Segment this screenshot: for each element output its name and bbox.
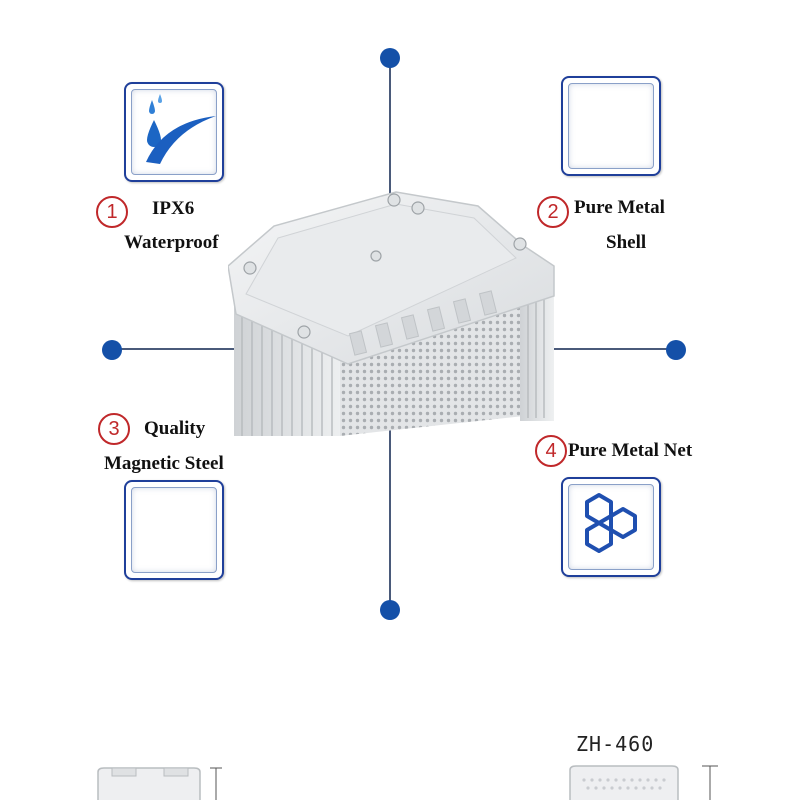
feature-3-line2: Magnetic Steel — [104, 453, 224, 474]
feature-2-number: 2 — [537, 196, 569, 228]
right-endpoint-dot — [666, 340, 686, 360]
left-endpoint-dot — [102, 340, 122, 360]
speaker-image — [228, 191, 555, 436]
feature-2-line2: Shell — [606, 232, 647, 253]
top-endpoint-dot — [380, 48, 400, 68]
water-drops-icon — [146, 94, 216, 164]
feature-2-icon-box — [561, 76, 661, 176]
feature-4-number: 4 — [535, 435, 567, 467]
feature-2-line1: Pure Metal — [574, 197, 665, 218]
product-thumbnail-left — [97, 767, 222, 800]
feature-1-icon-box — [124, 82, 224, 182]
feature-3-icon-box — [124, 480, 224, 580]
feature-3-line1: Quality — [144, 418, 206, 439]
feature-1-number: 1 — [96, 196, 128, 228]
feature-4-icon-box — [561, 477, 661, 577]
bottom-endpoint-dot — [380, 600, 400, 620]
feature-1-line2: Waterproof — [124, 232, 219, 253]
honeycomb-icon — [585, 493, 637, 553]
feature-1-line1: IPX6 — [152, 198, 195, 219]
product-thumbnail-right — [569, 765, 718, 800]
feature-4-line1: Pure Metal Net — [568, 440, 693, 461]
model-name: ZH-460 — [576, 732, 655, 756]
feature-3-number: 3 — [98, 413, 130, 445]
